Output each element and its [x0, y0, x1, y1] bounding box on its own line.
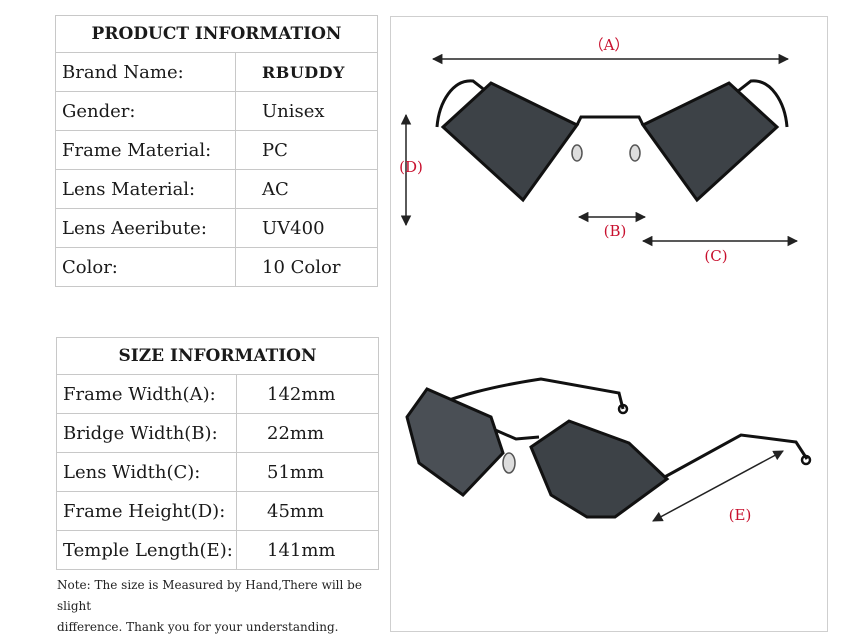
- frame-width-value: 142mm: [235, 374, 380, 414]
- angled-right-lens: [529, 419, 670, 519]
- product-information-table: PRODUCT INFORMATION Brand Name: RBUDDY G…: [54, 15, 379, 287]
- dimension-e-arrow: [652, 450, 784, 522]
- angled-bridge: [492, 427, 540, 441]
- size-information-table: SIZE INFORMATION Frame Width(A): 142mm B…: [55, 337, 380, 570]
- frame-width-label: Frame Width(A):: [56, 374, 237, 414]
- dimension-d-label: (D): [399, 158, 423, 176]
- back-temple-tip: [617, 403, 629, 415]
- left-temple: [435, 79, 492, 128]
- bridge-width-value: 22mm: [235, 413, 380, 453]
- table-row: Frame Height(D): 45mm: [56, 491, 380, 531]
- table-row: Lens Material: AC: [55, 169, 379, 209]
- bridge: [575, 115, 645, 126]
- note-line-1: Note: The size is Measured by Hand,There…: [57, 578, 362, 613]
- front-view-sunglasses: [435, 79, 789, 203]
- table-row: Frame Material: PC: [55, 130, 379, 170]
- product-information-title: PRODUCT INFORMATION: [54, 15, 379, 53]
- lens-attribute-value: UV400: [234, 208, 379, 248]
- temple-length-label: Temple Length(E):: [56, 530, 237, 570]
- frame-height-label: Frame Height(D):: [56, 491, 237, 531]
- table-row: Lens Width(C): 51mm: [56, 452, 380, 492]
- frame-material-label: Frame Material:: [55, 130, 236, 170]
- color-value: 10 Color: [234, 247, 379, 287]
- dimension-e-label: (E): [729, 506, 752, 524]
- lens-attribute-label: Lens Aeeribute:: [55, 208, 236, 248]
- dimension-b-label: (B): [604, 222, 627, 240]
- lens-material-label: Lens Material:: [55, 169, 236, 209]
- table-row: Frame Width(A): 142mm: [56, 374, 380, 414]
- brand-name-label: Brand Name:: [55, 52, 236, 92]
- lens-width-label: Lens Width(C):: [56, 452, 237, 492]
- brand-name-value: RBUDDY: [234, 52, 379, 92]
- lens-material-value: AC: [234, 169, 379, 209]
- size-information-title: SIZE INFORMATION: [55, 337, 380, 375]
- angled-view-sunglasses: [405, 377, 812, 519]
- right-nose-pad: [629, 144, 641, 162]
- table-row: Gender: Unisex: [55, 91, 379, 131]
- right-temple: [732, 79, 789, 128]
- front-temple-tip: [800, 454, 812, 466]
- gender-label: Gender:: [55, 91, 236, 131]
- color-label: Color:: [55, 247, 236, 287]
- measurement-note: Note: The size is Measured by Hand,There…: [57, 575, 387, 638]
- sunglasses-diagram: （A） (D) (B) (C) (E): [399, 36, 812, 524]
- gender-value: Unisex: [234, 91, 379, 131]
- table-row: Lens Aeeribute: UV400: [55, 208, 379, 248]
- table-row: Temple Length(E): 141mm: [56, 530, 380, 570]
- left-lens: [440, 81, 580, 203]
- angled-left-lens: [405, 387, 505, 497]
- frame-height-value: 45mm: [235, 491, 380, 531]
- lens-width-value: 51mm: [235, 452, 380, 492]
- note-line-2: difference. Thank you for your understan…: [57, 620, 339, 634]
- left-nose-pad: [571, 144, 583, 162]
- table-row: Color: 10 Color: [55, 247, 379, 287]
- frame-material-value: PC: [234, 130, 379, 170]
- angled-nose-pad: [502, 452, 516, 474]
- table-row: Brand Name: RBUDDY: [55, 52, 379, 92]
- bridge-width-label: Bridge Width(B):: [56, 413, 237, 453]
- right-lens: [640, 81, 780, 203]
- front-temple: [660, 433, 809, 481]
- dimension-a-label: （A）: [589, 36, 630, 54]
- dimension-c-label: (C): [704, 247, 727, 265]
- table-row: Bridge Width(B): 22mm: [56, 413, 380, 453]
- sunglasses-diagram-panel: （A） (D) (B) (C) (E): [390, 16, 828, 632]
- temple-length-value: 141mm: [235, 530, 380, 570]
